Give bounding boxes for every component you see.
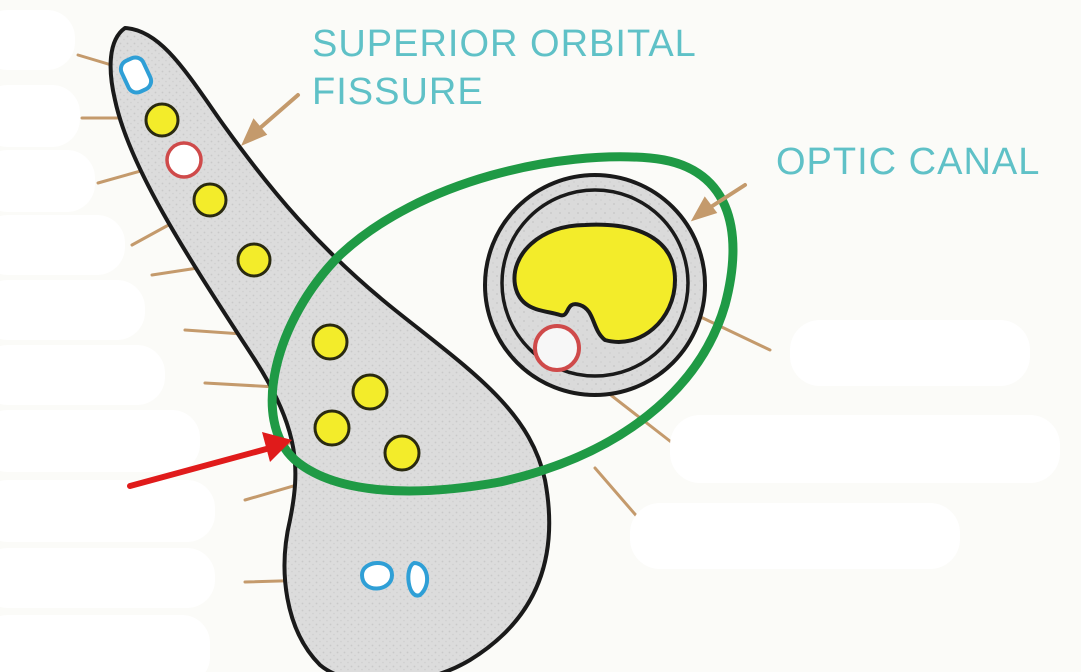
red-arrow-icon: [127, 432, 292, 489]
superior-ophthalmic-vein: [118, 55, 154, 95]
nerve-circle: [144, 102, 180, 138]
common-tendinous-ring: [267, 152, 738, 496]
fissure-structures: [118, 55, 430, 598]
nerve-circle: [192, 182, 228, 218]
blank-label-masks: [0, 10, 1060, 672]
blank-label: [0, 85, 80, 147]
optic-canal: [483, 173, 707, 397]
artery-circle: [165, 141, 203, 179]
leader-line: [593, 466, 642, 522]
blank-label: [0, 480, 215, 542]
label-fissure: FISSURE: [312, 71, 484, 113]
fissure-pointer-head: [241, 118, 268, 146]
blank-label: [0, 10, 75, 70]
nerve-circle: [383, 434, 421, 472]
blank-label: [0, 215, 125, 275]
red-arrow-shaft: [127, 445, 273, 489]
blank-label: [790, 320, 1030, 386]
optic-pointer-head: [690, 196, 718, 222]
nerve-circle: [313, 409, 351, 447]
blank-label: [630, 503, 960, 569]
ophthalmic-artery: [533, 324, 581, 372]
label-pointers: [241, 93, 747, 222]
nerve-circle: [311, 323, 349, 361]
blank-label: [670, 415, 1060, 483]
blank-label: [0, 410, 200, 472]
label-superior-orbital: SUPERIOR ORBITAL: [312, 23, 697, 65]
nerve-circle: [236, 242, 272, 278]
blank-label: [0, 615, 210, 672]
inferior-ophthalmic-vein: [359, 561, 395, 591]
blank-label: [0, 345, 165, 405]
blank-label: [0, 150, 95, 212]
blank-label: [0, 548, 215, 608]
inferior-ophthalmic-vein: [406, 560, 430, 598]
optic-nerve: [512, 222, 678, 344]
blank-label: [0, 280, 145, 340]
nerve-circle: [351, 373, 389, 411]
label-optic-canal: OPTIC CANAL: [776, 141, 1040, 183]
red-arrow-head: [262, 432, 292, 462]
